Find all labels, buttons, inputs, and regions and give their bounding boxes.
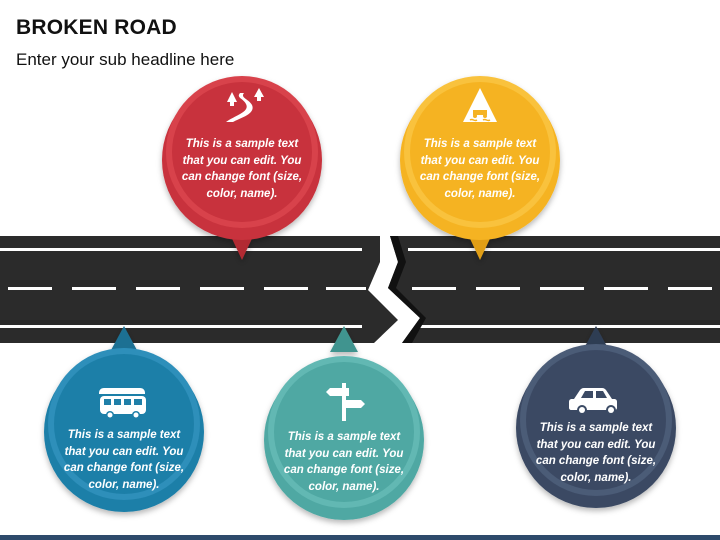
callout-teal-text: This is a sample text that you can edit.…	[283, 431, 405, 493]
signpost-icon	[326, 383, 365, 421]
page-title: BROKEN ROAD	[16, 16, 177, 39]
lane-line-bottom-left	[0, 325, 362, 328]
bottom-accent-bar	[0, 535, 720, 540]
lane-line-bottom-right	[418, 325, 720, 328]
camper-van-icon	[99, 388, 146, 419]
page-subtitle: Enter your sub headline here	[16, 50, 235, 69]
callout-navy	[516, 326, 676, 508]
winding-road-trees-icon	[226, 88, 264, 122]
car-icon	[569, 388, 617, 415]
callout-blue	[44, 326, 204, 512]
slippery-road-sign-icon	[463, 88, 497, 122]
road-crack	[368, 236, 420, 343]
callout-red	[162, 76, 322, 260]
callout-yellow	[400, 76, 560, 260]
callout-teal	[264, 326, 424, 520]
callout-blue-text: This is a sample text that you can edit.…	[63, 429, 185, 491]
lane-line-top-left	[0, 248, 362, 251]
lane-line-top-right	[408, 248, 720, 251]
center-dashes	[8, 287, 712, 290]
callout-yellow-text: This is a sample text that you can edit.…	[419, 138, 541, 200]
callout-red-text: This is a sample text that you can edit.…	[181, 138, 303, 200]
road	[0, 236, 720, 343]
callout-navy-text: This is a sample text that you can edit.…	[535, 422, 657, 484]
